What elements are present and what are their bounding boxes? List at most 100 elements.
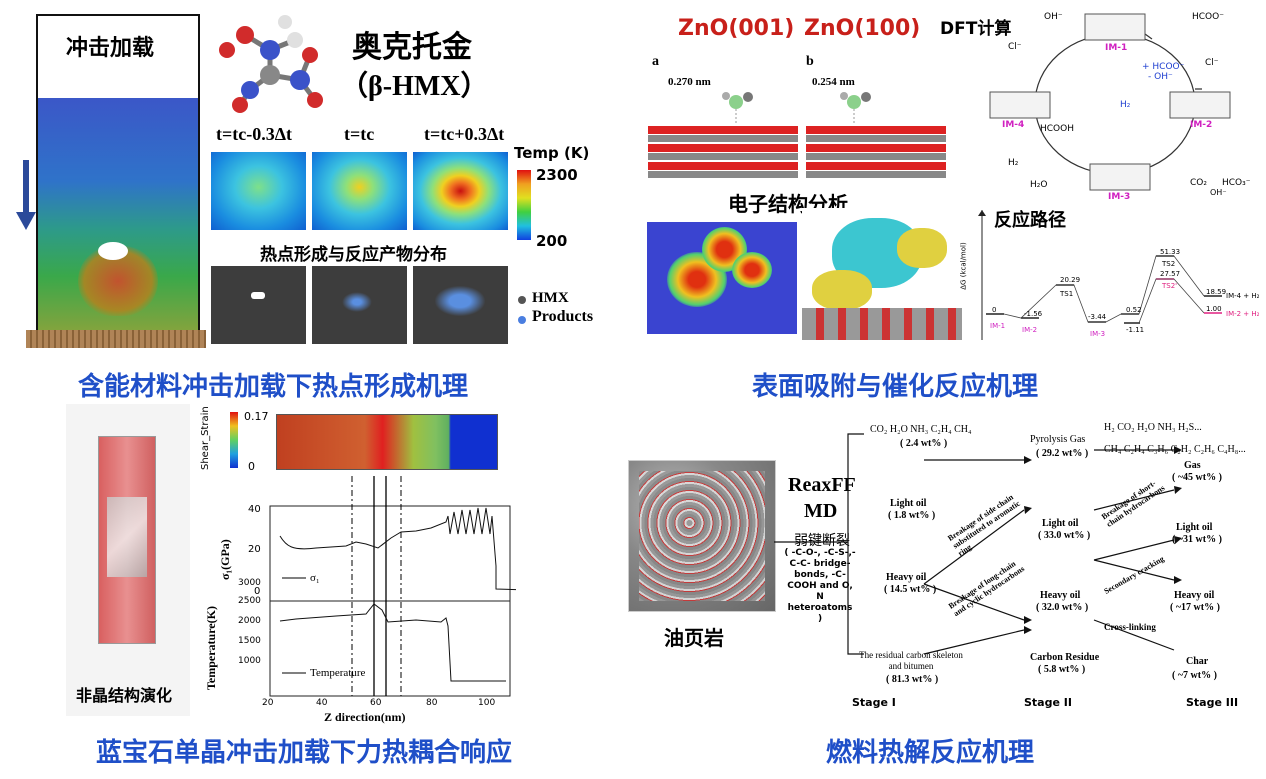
hmx-molecule-icon	[215, 10, 335, 119]
amorphous-structure-column	[98, 436, 156, 644]
strain-colorbar-label: Shear_Strain	[200, 406, 211, 470]
energy-val-3: -3.44	[1088, 313, 1107, 321]
stress-ytick-0: 0	[254, 586, 261, 597]
stage-1-label: Stage I	[852, 696, 896, 709]
sim-base-plate	[26, 330, 206, 348]
s2-heavy-oil-pct: ( 32.0 wt% )	[1036, 602, 1089, 613]
s1-heavy-oil: Heavy oil	[886, 572, 927, 583]
xtick-80: 80	[426, 698, 438, 708]
bond-line-4: COOH and O,	[787, 581, 853, 591]
energy-state-ts2p: TS2'	[1162, 282, 1178, 290]
stage-2-label: Stage II	[1024, 696, 1072, 709]
s2-residue: Carbon Residue	[1030, 652, 1100, 663]
oil-shale-model	[628, 460, 776, 612]
product-map-1	[211, 266, 306, 344]
s1-light-oil-pct: ( 1.8 wt% )	[888, 510, 936, 521]
xtick-60: 60	[370, 698, 382, 708]
bond-line-2: C-C- bridge-	[789, 559, 851, 569]
energy-state-ts2: TS2	[1162, 260, 1176, 268]
panel-a-label: a	[652, 54, 659, 69]
energy-state-im2: IM-2	[1022, 326, 1038, 334]
cycle-hcoo: HCOO⁻	[1192, 12, 1224, 22]
stage-3-label: Stage III	[1186, 696, 1239, 709]
s1-light-oil: Light oil	[890, 498, 927, 509]
s3-gas: Gas	[1184, 460, 1201, 471]
cycle-im3-label: IM-3	[1108, 192, 1131, 202]
q3-caption: 蓝宝石单晶冲击加载下力热耦合响应	[96, 738, 513, 768]
cycle-minus-oh: - OH⁻	[1148, 72, 1173, 82]
product-map-3	[413, 266, 508, 344]
legend-hmx-label: HMX	[532, 290, 569, 306]
energy-val-4: 0.52	[1126, 306, 1142, 314]
pyrolysis-flow-lines	[774, 420, 1244, 694]
zno-100-slab	[806, 92, 946, 186]
temp-ytick-2500: 2500	[238, 596, 261, 606]
legend-products-dot-icon	[518, 316, 526, 324]
dft-title: DFT计算	[940, 19, 1012, 39]
energy-val-2: 20.29	[1060, 276, 1081, 284]
strain-colorbar-min: 0	[248, 460, 255, 473]
s2-light-oil: Light oil	[1042, 518, 1079, 529]
cycle-cl-2: Cl⁻	[1205, 58, 1219, 68]
s3-light-oil-pct: ( ~31 wt% )	[1172, 534, 1222, 545]
time-label-3: t=tc+0.3Δt	[424, 124, 505, 144]
s1-residue-pct: ( 81.3 wt% )	[886, 674, 939, 685]
bond-list: ( -C-O-, -C-S-,- C-C- bridge- bonds, -C-…	[784, 548, 856, 625]
s1-residue: The residual carbon skeleton and bitumen	[859, 650, 963, 671]
method-zh: 弱键断裂	[794, 533, 850, 549]
method-line1: ReaxFF	[788, 474, 856, 496]
q4-caption: 燃料热解反应机理	[826, 738, 1035, 768]
hotspot-mid-title: 热点形成与反应产物分布	[260, 245, 447, 265]
catalytic-cycle	[980, 4, 1260, 208]
temp-ytick-1000: 1000	[238, 656, 261, 666]
arrow-label-cross-linking: Cross-linking	[1104, 622, 1156, 632]
energy-val-6: 51.33	[1160, 248, 1181, 256]
energy-val-7: 27.57	[1160, 270, 1181, 278]
amorphous-structure-label: 非晶结构演化	[76, 686, 173, 705]
s3-char-pct: ( ~7 wt% )	[1172, 670, 1217, 681]
strain-colorbar-max: 0.17	[244, 410, 269, 423]
sim-void	[98, 242, 128, 260]
s1-heavy-oil-pct: ( 14.5 wt% )	[884, 584, 937, 595]
orbital-isosurface	[802, 208, 962, 340]
cycle-plus-hcoo: + HCOO⁻	[1142, 62, 1185, 72]
zno-100-label: ZnO(100)	[804, 16, 921, 41]
temp-colorbar-max: 2300	[536, 166, 578, 184]
s2-gas-pct: ( 29.2 wt% )	[1036, 448, 1089, 459]
energy-state-im3: IM-3	[1090, 330, 1106, 338]
bond-line-5: N heteroatoms )	[787, 592, 853, 624]
temp-colorbar	[517, 170, 531, 240]
xtick-20: 20	[262, 698, 274, 708]
energy-val-5: -1.11	[1126, 326, 1145, 334]
x-axis-label: Z direction(nm)	[324, 710, 406, 724]
cycle-co2: CO₂	[1190, 178, 1207, 188]
stress-ytick-40: 40	[248, 504, 261, 515]
stress-ylabel: σ₁(GPa)	[218, 539, 232, 580]
molecule-name-zh: 奥克托金	[352, 30, 472, 65]
xtick-40: 40	[316, 698, 328, 708]
molecule-name-en: （β-HMX）	[340, 71, 489, 102]
gas-list-1: H₂ CO₂ H₂O NH₃ H₂S...	[1104, 422, 1202, 433]
distance-b-label: 0.254 nm	[812, 76, 855, 88]
s2-light-oil-pct: ( 33.0 wt% )	[1038, 530, 1091, 541]
temp-ytick-2000: 2000	[238, 616, 261, 626]
energy-state-im4-h2: IM-4 + H₂	[1226, 292, 1260, 300]
energy-state-ts1: TS1	[1060, 290, 1074, 298]
temp-colorbar-title: Temp (K)	[514, 144, 590, 162]
temp-ylabel: Temperature(K)	[204, 606, 218, 690]
temp-legend: Temperature	[310, 667, 366, 679]
energy-val-0: 0	[992, 306, 997, 314]
stress-ytick-20: 20	[248, 544, 261, 555]
q2-caption: 表面吸附与催化反应机理	[752, 372, 1039, 402]
temp-map-3	[413, 152, 508, 230]
cycle-h2o: H₂O	[1030, 180, 1048, 190]
time-label-2: t=tc	[344, 124, 375, 144]
stress-temperature-chart	[196, 414, 527, 730]
shock-sim-title: 冲击加载	[66, 36, 155, 61]
time-label-1: t=tc-0.3Δt	[216, 124, 293, 144]
bond-line-1: ( -C-O-, -C-S-,-	[784, 548, 856, 558]
cycle-hco3: HCO₃⁻	[1222, 178, 1251, 188]
s2-heavy-oil: Heavy oil	[1040, 590, 1081, 601]
xtick-100: 100	[478, 698, 496, 708]
energy-val-9: 1.00	[1206, 305, 1222, 313]
